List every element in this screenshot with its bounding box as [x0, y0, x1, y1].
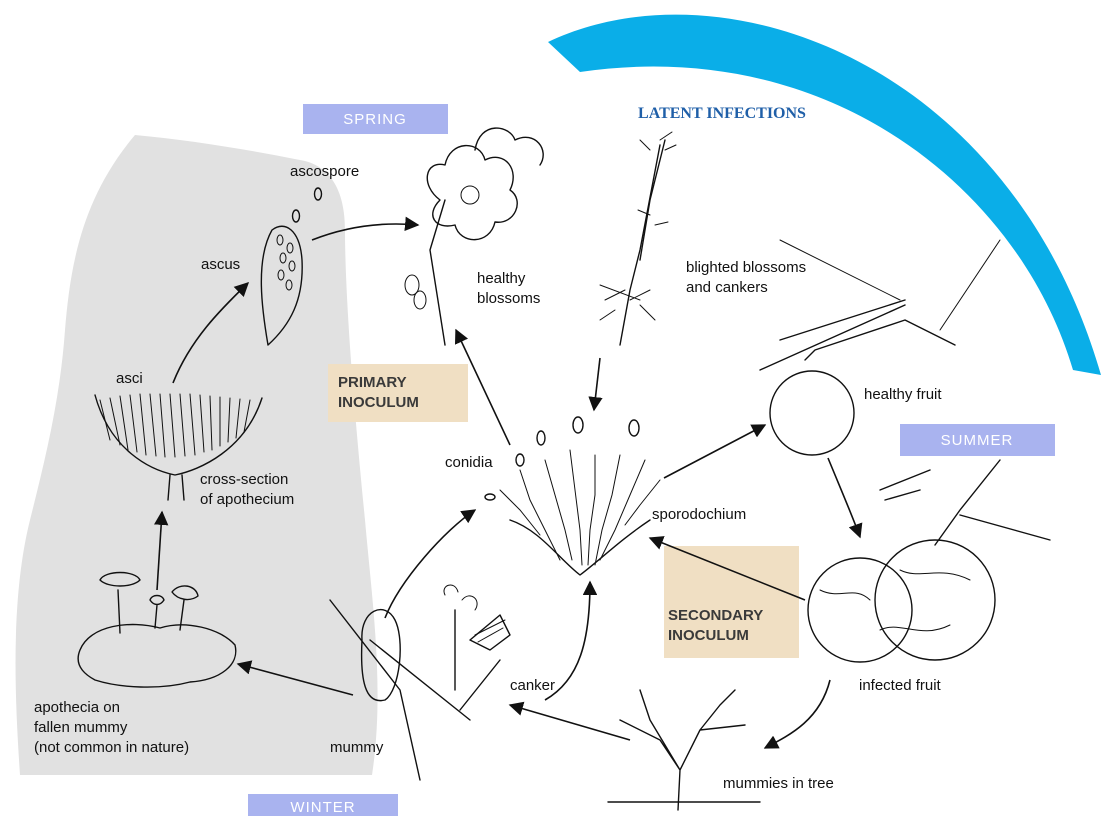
arrow-healthy-to-infected-fruit	[828, 458, 860, 537]
primary-inoculum-label-line2: INOCULUM	[338, 394, 419, 411]
season-label-summer: SUMMER	[941, 432, 1014, 449]
healthy-blossoms-illustration	[405, 128, 543, 345]
arrow-mummies-to-canker	[510, 705, 630, 740]
label-mummy: mummy	[330, 739, 384, 756]
sporodochium-illustration	[485, 417, 660, 575]
overwintering-panel	[16, 135, 378, 775]
primary-inoculum-label-line1: PRIMARY	[338, 374, 407, 391]
season-label-winter: WINTER	[290, 799, 355, 816]
infected-fruit-illustration	[808, 460, 1050, 662]
conidium	[537, 431, 545, 445]
season-label-spring: SPRING	[343, 111, 407, 128]
arrow-infected-fruit-to-mummies	[765, 680, 830, 748]
label-infected-fruit: infected fruit	[859, 677, 942, 694]
arrow-sporodochium-to-healthy-fruit	[664, 425, 765, 478]
latent-infections-arc	[548, 15, 1101, 375]
label-cross-section-line1: cross-section	[200, 471, 288, 488]
label-healthy-blossoms-line1: healthy	[477, 270, 526, 287]
conidium	[516, 454, 524, 466]
label-apothecia-line1: apothecia on	[34, 699, 120, 716]
label-asci: asci	[116, 370, 143, 387]
primary-inoculum-box	[328, 364, 468, 422]
label-sporodochium: sporodochium	[652, 506, 746, 523]
secondary-inoculum-label-line2: INOCULUM	[668, 627, 749, 644]
label-ascospore: ascospore	[290, 163, 359, 180]
label-blighted-line1: blighted blossoms	[686, 259, 806, 276]
label-blighted-line2: and cankers	[686, 279, 768, 296]
label-healthy-blossoms-line2: blossoms	[477, 290, 540, 307]
conidium	[573, 417, 583, 433]
label-apothecia-line3: (not common in nature)	[34, 739, 189, 756]
secondary-inoculum-label-line1: SECONDARY	[668, 607, 763, 624]
label-healthy-fruit: healthy fruit	[864, 386, 942, 403]
label-apothecia-line2: fallen mummy	[34, 719, 128, 736]
label-mummies-in-tree: mummies in tree	[723, 775, 834, 792]
blighted-blossoms-illustration	[600, 132, 676, 345]
label-cross-section-line2: of apothecium	[200, 491, 294, 508]
arrow-mummy-to-sporodochium	[385, 510, 475, 618]
label-ascus: ascus	[201, 256, 240, 273]
label-conidia: conidia	[445, 454, 493, 471]
latent-infections-label: LATENT INFECTIONS	[638, 105, 806, 122]
arrow-blighted-to-conidia	[594, 358, 600, 410]
conidium	[485, 494, 495, 500]
label-canker: canker	[510, 677, 555, 694]
conidium	[629, 420, 639, 436]
canker-illustration	[470, 615, 510, 650]
mummies-in-tree-illustration	[608, 690, 760, 810]
